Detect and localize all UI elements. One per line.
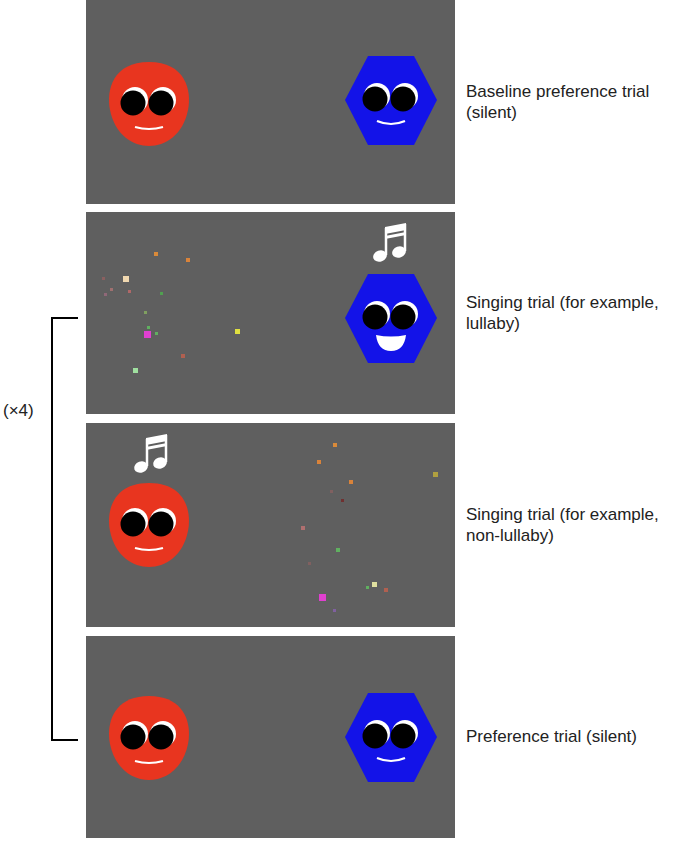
trial-label: Singing trial (for example, lullaby) [466, 292, 680, 335]
confetti [301, 443, 438, 612]
confetti [102, 252, 240, 373]
trial-panel: Preference trial (silent) [86, 636, 455, 838]
trial-label: Singing trial (for example, non-lullaby) [466, 504, 680, 547]
trial-panel: Singing trial (for example, non-lullaby) [86, 423, 455, 627]
trial-label: Baseline preference trial (silent) [466, 81, 680, 124]
trial-panel: Baseline preference trial (silent) [86, 0, 455, 204]
repeat-bracket [52, 318, 78, 740]
repeat-count: (×4) [2, 401, 35, 421]
trial-label: Preference trial (silent) [466, 726, 680, 747]
trial-panel: Singing trial (for example, lullaby) [86, 212, 455, 414]
